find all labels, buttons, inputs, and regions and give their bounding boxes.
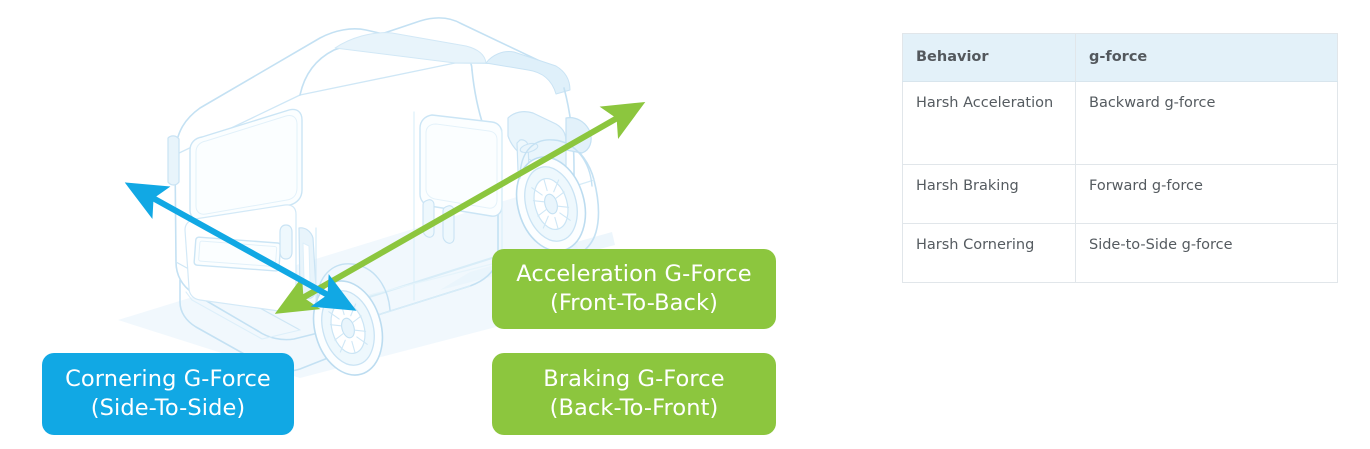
callout-cornering-line2: (Side-To-Side)	[90, 395, 246, 421]
callout-cornering-gforce: Cornering G-Force (Side-To-Side)	[42, 353, 294, 435]
callout-acceleration-line2: (Front-To-Back)	[549, 290, 719, 316]
cell-behavior-harsh-cornering: Harsh Cornering	[902, 223, 1076, 284]
callout-acceleration-line1: Acceleration G-Force	[516, 261, 752, 288]
cell-gforce-side-to-side: Side-to-Side g-force	[1075, 223, 1338, 284]
table-header-gforce: g-force	[1075, 32, 1338, 83]
callout-braking-gforce: Braking G-Force (Back-To-Front)	[492, 353, 776, 435]
callout-cornering-line1: Cornering G-Force	[65, 366, 271, 393]
table-row: Harsh Cornering Side-to-Side g-force	[902, 223, 1338, 284]
callout-acceleration-gforce: Acceleration G-Force (Front-To-Back)	[492, 249, 776, 329]
cornering-axis-arrow	[124, 182, 357, 311]
table-row: Harsh Braking Forward g-force	[902, 164, 1338, 225]
table-row: Harsh Acceleration Backward g-force	[902, 81, 1338, 166]
cell-behavior-harsh-acceleration: Harsh Acceleration	[902, 81, 1076, 166]
vehicle-illustration	[118, 17, 646, 378]
table-header-row: Behavior g-force	[902, 32, 1338, 83]
behavior-gforce-table-wrapper: Behavior g-force Harsh Acceleration Back…	[902, 32, 1338, 284]
table-header-behavior: Behavior	[902, 32, 1076, 83]
cell-gforce-backward: Backward g-force	[1075, 81, 1338, 166]
cell-gforce-forward: Forward g-force	[1075, 164, 1338, 225]
callout-braking-line1: Braking G-Force	[543, 366, 725, 393]
callout-braking-line2: (Back-To-Front)	[549, 395, 719, 421]
cell-behavior-harsh-braking: Harsh Braking	[902, 164, 1076, 225]
behavior-gforce-table: Behavior g-force Harsh Acceleration Back…	[902, 32, 1338, 284]
